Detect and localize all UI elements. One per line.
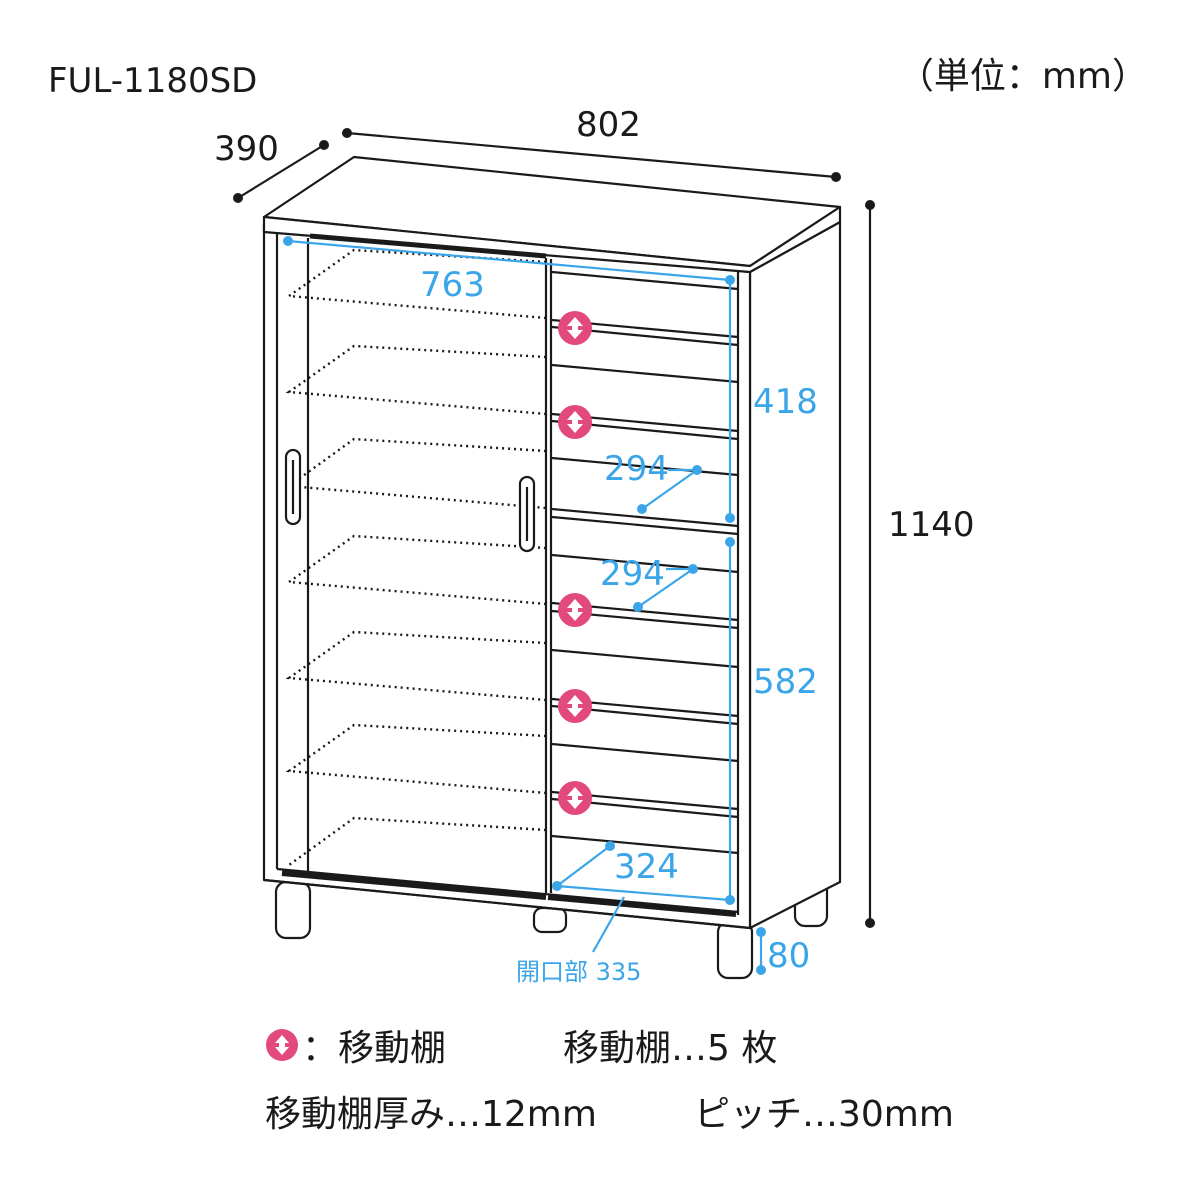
legend-shelf-thickness: 移動棚厚み…12mm: [265, 1094, 597, 1135]
dotted-shelf: [285, 437, 547, 510]
inner-depth-b-line: [637, 568, 694, 608]
top-rail: [309, 233, 547, 259]
inner-depth-b-dot: [633, 602, 643, 612]
height-value: 1140: [888, 505, 975, 545]
bottom-depth-dot: [605, 841, 615, 851]
bottom-rail-right: [547, 894, 737, 917]
bottom-width-line: [556, 884, 731, 902]
opening-value: 開口部 335: [516, 958, 641, 986]
inner-width-dot: [283, 236, 293, 246]
door-handles: [284, 448, 536, 553]
shelf-line: [551, 363, 739, 384]
base-edge: [263, 878, 751, 930]
leg-height-dot: [756, 965, 766, 975]
legend: ：移動棚 移動棚…5 枚 移動棚厚み…12mm ピッチ…30mm: [265, 1028, 954, 1135]
inner-dimension-lines: [283, 236, 766, 975]
depth-dimension-dot: [319, 140, 329, 150]
leg-back-left: [532, 906, 568, 934]
dotted-shelf: [285, 534, 547, 606]
unit-label: （単位：mm）: [898, 56, 1148, 97]
shelf-marker-icon: [558, 593, 592, 627]
shelf-marker-icon: [558, 311, 592, 345]
inner-width-value: 763: [420, 265, 485, 305]
shelf-marker-icon: [558, 781, 592, 815]
model-number: FUL-1180SD: [48, 61, 257, 101]
height-dimension-dot: [865, 200, 875, 210]
dotted-shelf: [288, 816, 547, 866]
width-dimension-dot: [342, 128, 352, 138]
shelf-line: [551, 456, 739, 477]
width-value: 802: [576, 105, 641, 145]
dotted-shelf: [285, 723, 547, 795]
fixed-shelf-bottom: [551, 515, 739, 536]
outer-dimension-lines: [233, 128, 875, 928]
door-rails: [281, 233, 737, 917]
leg-height-value: 80: [767, 936, 810, 976]
leg-height-dot: [756, 927, 766, 937]
inner-width-line: [287, 239, 731, 282]
dotted-shelf: [285, 630, 547, 702]
shelf-line: [551, 270, 739, 291]
shelf-line: [551, 834, 739, 855]
upper-height-dot: [725, 513, 735, 523]
bottom-depth-value: 324: [614, 847, 679, 887]
shelf-line: [551, 648, 739, 669]
fixed-shelf-top: [551, 507, 739, 528]
shelf-marker-icon: [558, 689, 592, 723]
inner-depth-b-value: 294: [600, 554, 665, 594]
cabinet: [262, 155, 842, 980]
legend-pitch: ピッチ…30mm: [694, 1094, 954, 1135]
inner-depth-b-dot: [688, 564, 698, 574]
inner-depth-a-line: [641, 469, 698, 510]
width-dimension-line: [346, 131, 837, 179]
lower-inner-height-value: 582: [753, 662, 818, 702]
lower-height-dot: [725, 537, 735, 547]
depth-dimension-line: [237, 144, 325, 199]
side-panel: [748, 220, 842, 930]
height-dimension-dot: [865, 918, 875, 928]
legend-shelf-count: 移動棚…5 枚: [563, 1028, 777, 1069]
inner-depth-a-value: 294: [604, 449, 669, 489]
opening-leader-line: [592, 896, 625, 953]
movable-shelf-markers: [558, 311, 592, 815]
depth-dimension-dot: [233, 193, 243, 203]
inner-depth-a-dot: [692, 465, 702, 475]
leg-front-right: [716, 920, 754, 980]
bottom-depth-line: [556, 845, 611, 887]
shelf-line: [551, 742, 739, 763]
upper-inner-height-value: 418: [753, 382, 818, 422]
inner-depth-a-dot: [637, 504, 647, 514]
leg-front-left: [274, 880, 312, 940]
legend-shelf-marker-icon: [266, 1029, 298, 1061]
legend-symbol-label: ：移動棚: [302, 1028, 446, 1069]
depth-value: 390: [214, 129, 279, 169]
dotted-shelf: [285, 344, 547, 416]
bottom-rail-left: [281, 870, 547, 900]
shelf-line: [551, 553, 739, 574]
shelf-marker-icon: [558, 405, 592, 439]
width-dimension-dot: [831, 172, 841, 182]
